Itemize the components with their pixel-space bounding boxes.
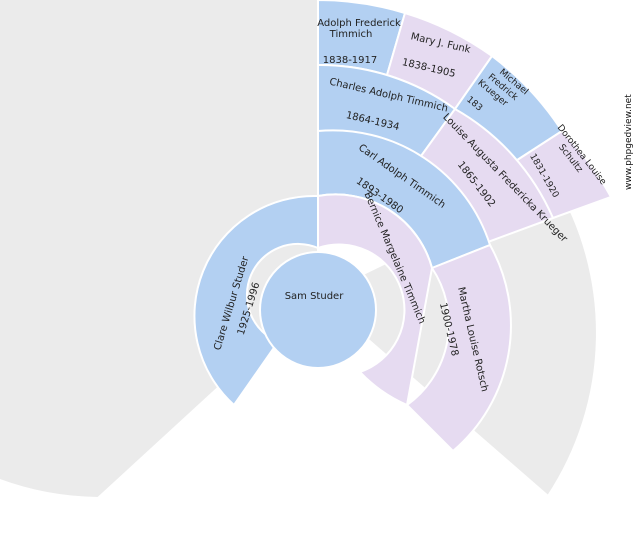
ancestor-box-paternal-grandmother[interactable] bbox=[405, 243, 512, 453]
ancestor-box-mother[interactable] bbox=[317, 193, 434, 407]
empty-outer-sector bbox=[0, 0, 319, 500]
ggg1-name-line2: Timmich bbox=[329, 29, 373, 40]
ggg1-dates: 1838-1917 bbox=[323, 55, 378, 66]
ggg1-name-line1: Adolph Frederick bbox=[317, 18, 401, 29]
root-name: Sam Studer bbox=[285, 291, 345, 302]
root-person-circle[interactable] bbox=[259, 251, 377, 369]
ancestor-box-father[interactable] bbox=[193, 194, 319, 407]
watermark-text: www.phpgedview.net bbox=[624, 94, 634, 190]
